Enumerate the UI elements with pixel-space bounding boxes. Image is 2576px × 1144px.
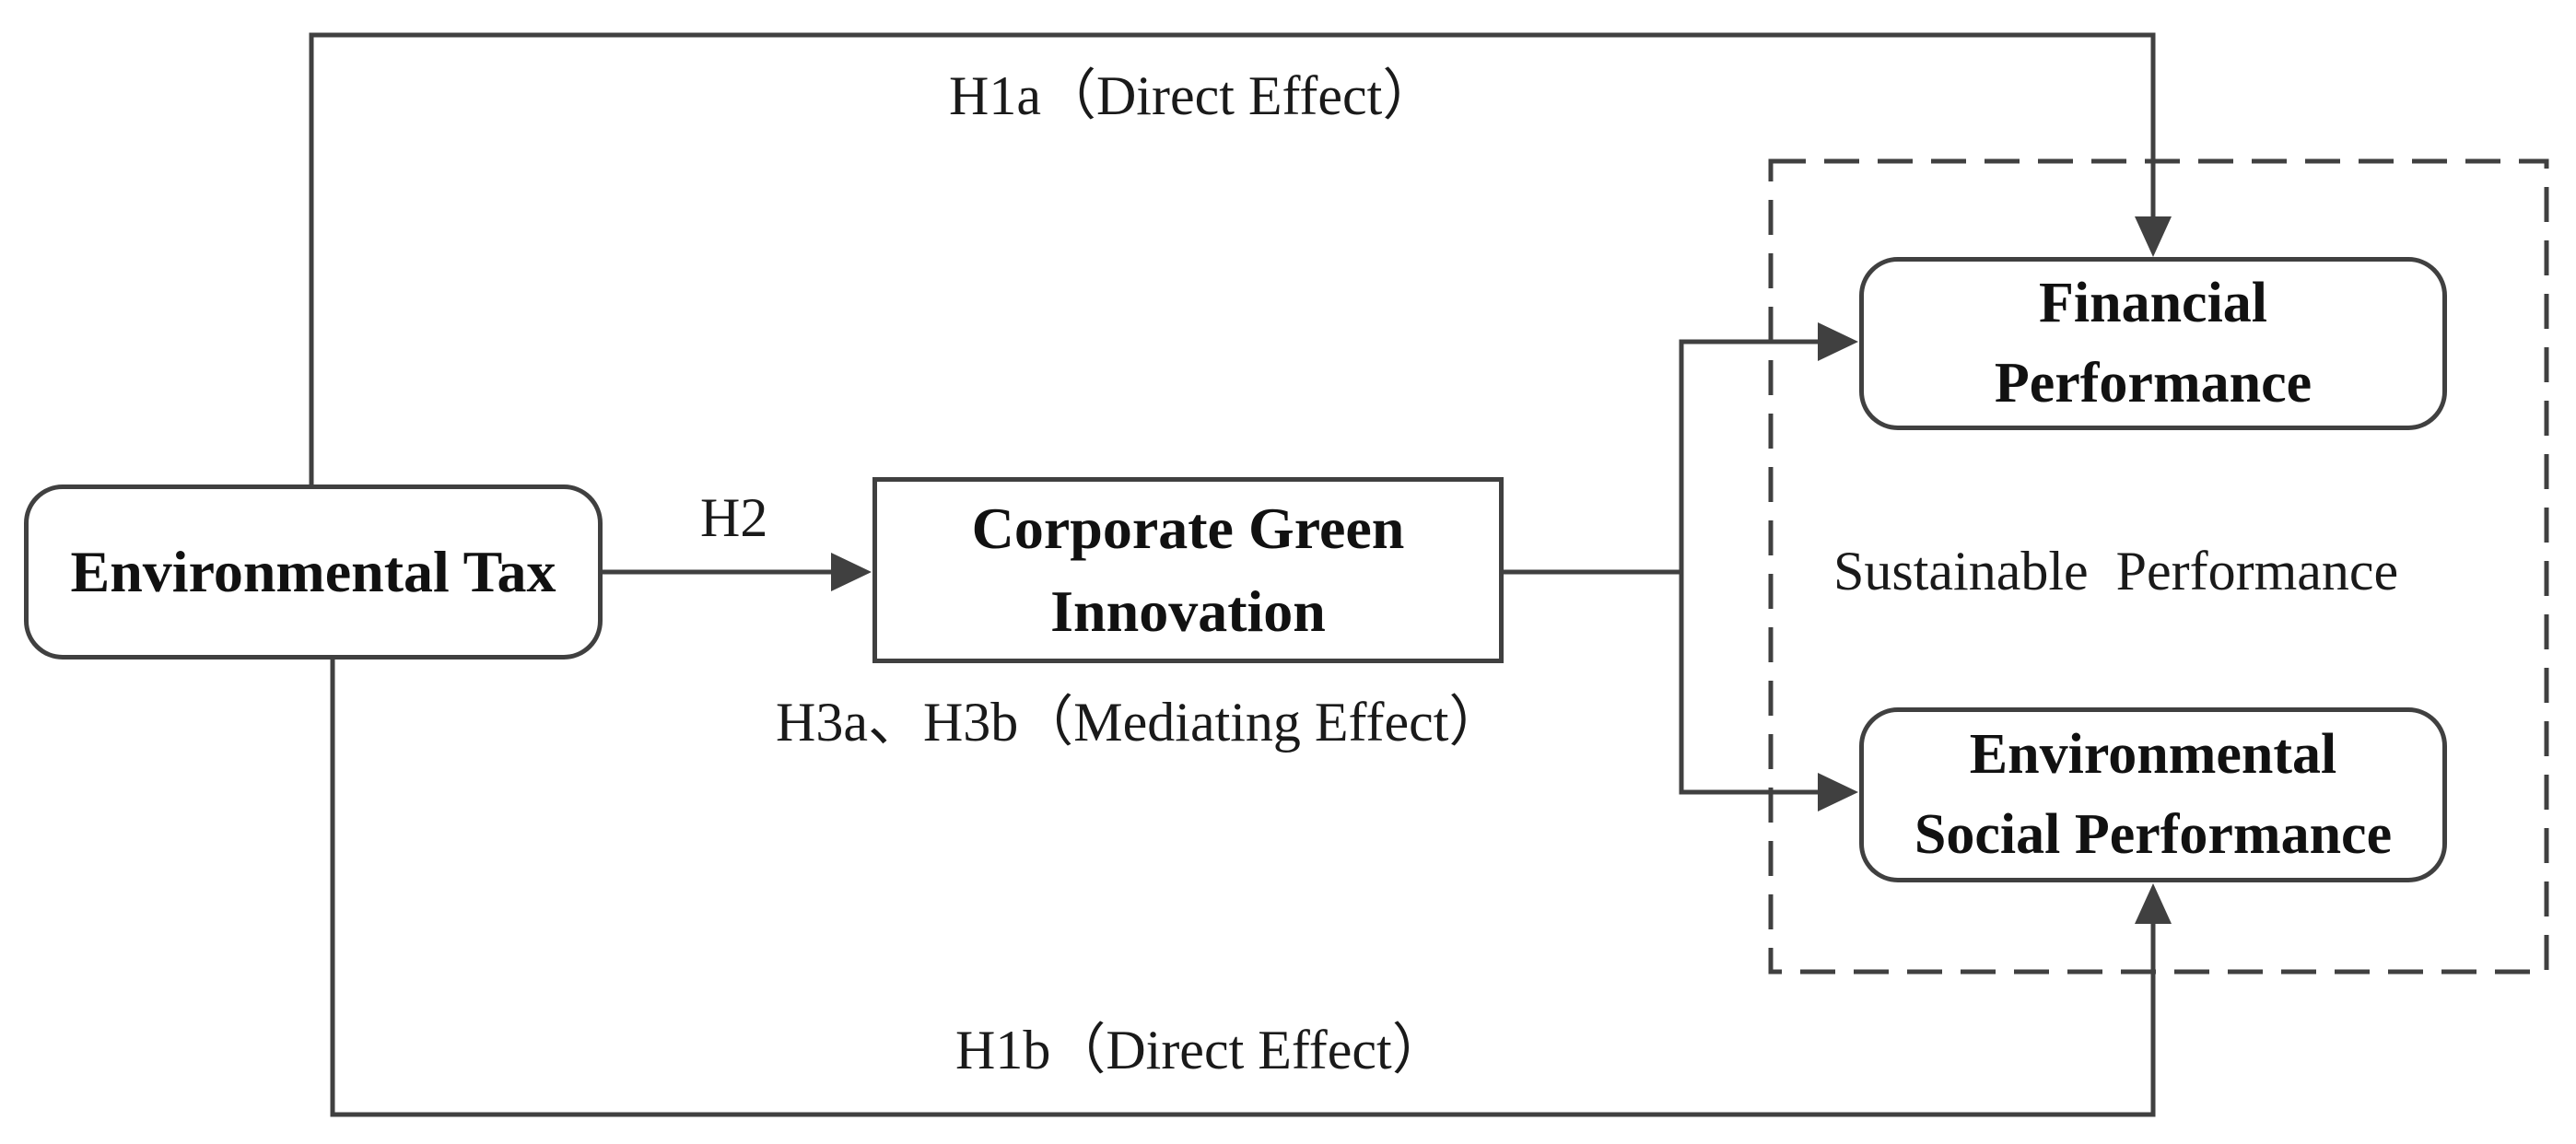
environmental-social-performance-node: Environmental Social Performance (1859, 707, 2447, 882)
edge-h1a (309, 32, 2156, 486)
environmental-tax-label: Environmental Tax (70, 539, 556, 605)
environmental-tax-node: Environmental Tax (24, 484, 603, 660)
financial-performance-label-line1: Financial (2038, 272, 2268, 335)
h2-label: H2 (700, 487, 768, 548)
edge-h1b (330, 660, 2156, 1117)
arrowhead-h2 (831, 553, 872, 591)
sustainable-performance-label: Sustainable Performance (1833, 541, 2399, 601)
corporate-green-innovation-node: Corporate Green Innovation (872, 477, 1504, 663)
sustainable-performance-group-border (1768, 158, 2549, 975)
h1b-label: H1b（Direct Effect） (955, 1020, 1447, 1080)
corporate-green-innovation-label-line2: Innovation (1050, 578, 1326, 644)
environmental-social-performance-label-line1: Environmental (1969, 723, 2337, 787)
edge-mediation-to-environmental-social (1679, 572, 1821, 795)
corporate-green-innovation-label-line1: Corporate Green (971, 496, 1405, 562)
environmental-social-performance-label-line2: Social Performance (1914, 803, 2393, 866)
h1a-label: H1a（Direct Effect） (949, 65, 1438, 126)
financial-performance-node: Financial Performance (1859, 257, 2447, 430)
arrowhead-h1a (2135, 216, 2172, 257)
arrowhead-h1b (2135, 883, 2172, 924)
arrowhead-mediation-environmental-social (1818, 773, 1858, 811)
financial-performance-label-line2: Performance (1994, 352, 2313, 414)
edge-mediation-to-financial (1679, 339, 1821, 572)
arrowhead-mediation-financial (1818, 322, 1858, 361)
h3-label: H3a、H3b（Mediating Effect） (776, 692, 1505, 753)
